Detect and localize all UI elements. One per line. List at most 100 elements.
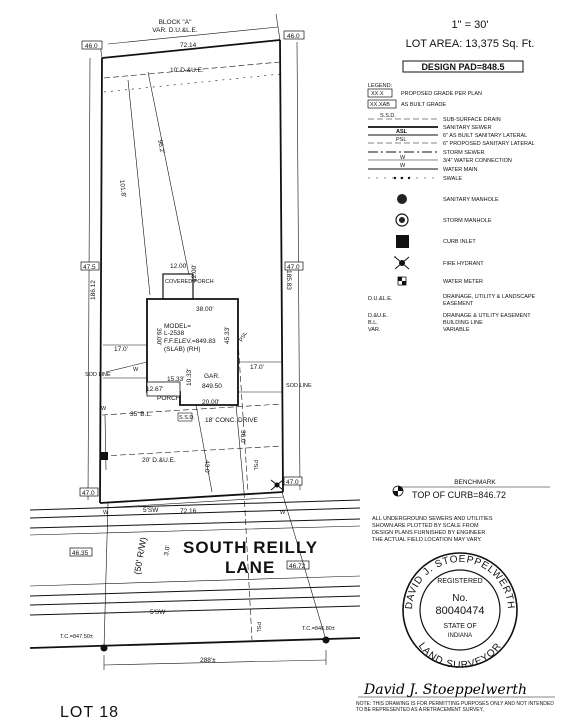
water-w-2: W — [101, 406, 107, 412]
storm-manhole-icon — [395, 213, 409, 227]
sanitary-manhole-icon — [397, 194, 407, 204]
street-name: SOUTH REILLY — [183, 538, 318, 557]
setback-left: 17.0' — [114, 346, 128, 353]
garage-elev: 849.50 — [202, 383, 222, 390]
benchmark-title: BENCHMARK — [454, 479, 496, 486]
legend-sym-label-0: SANITARY MANHOLE — [443, 197, 499, 203]
ssd-label: S.S.D. — [179, 415, 195, 421]
abbr-text-1: DRAINAGE & UTILITY EASEMENT — [443, 313, 531, 319]
legend-sym-label-2: CURB INLET — [443, 239, 476, 245]
dist-lateral: 43.0' — [203, 460, 210, 474]
diag-left: 101.8' — [118, 179, 127, 197]
abbr-3: VAR. — [368, 327, 381, 333]
abbr-text-2: BUILDING LINE — [443, 320, 483, 326]
lot-area: LOT AREA: 13,375 Sq. Ft. — [406, 38, 535, 50]
covered-porch-label: COVERED PORCH — [165, 279, 214, 285]
abbr-0: D.U.&L.E. — [368, 296, 393, 302]
side-left: 186.12 — [90, 280, 97, 300]
benchmark-value: TOP OF CURB=846.72 — [412, 490, 506, 500]
legend-label-6: STORM SEWER — [443, 150, 484, 156]
seal-registered: REGISTERED — [437, 578, 483, 585]
legend-symbol-0: XX.X — [371, 91, 384, 97]
water-meter-icon — [397, 276, 407, 286]
grade-mid-left: 47.5 — [83, 264, 96, 271]
front-width: 72.16 — [180, 508, 197, 515]
surveyor-signature: David J. Stoeppelwerth — [363, 682, 527, 698]
drive-label: 18' CONC. DRIVE — [205, 417, 259, 424]
legend-sym-label-3: FIRE HYDRANT — [443, 261, 484, 267]
block-easement: VAR. D.U.&L.E. — [152, 27, 198, 34]
svg-text:LAND SURVEYOR: LAND SURVEYOR — [416, 641, 504, 671]
grade-far-left: 46.35 — [72, 550, 89, 557]
legend-symbol-1: XX.XAB — [370, 102, 390, 108]
front-easement: 20' D.&U.E. — [142, 457, 176, 464]
legend-symbol-5: PSL — [396, 137, 406, 143]
top-width: 72.14 — [180, 42, 197, 49]
legend-label-1: AS BUILT GRADE — [401, 102, 446, 108]
curb-offset: 3.0' — [163, 545, 172, 556]
ff-elevation: F.F.ELEV.=849.83 — [164, 338, 216, 345]
water-w-4: W — [280, 510, 286, 516]
legend-symbol-2: S.S.D. — [380, 113, 396, 119]
legend-label-9: SWALE — [443, 176, 462, 182]
grade-top-left: 46.0 — [85, 43, 98, 50]
bottom-distance: 288'± — [200, 657, 216, 664]
sidewalk-bottom: 5'SW — [150, 609, 166, 616]
legend-title: LEGEND: — [368, 83, 393, 89]
scale-label: 1" = 30' — [452, 19, 489, 31]
legend-label-5: 6" PROPOSED SANITARY LATERAL — [443, 141, 535, 147]
water-w-3: W — [103, 510, 109, 516]
tc-left: T.C.=847.50± — [60, 634, 93, 640]
lot-number: LOT 18 — [60, 704, 120, 721]
design-pad: DESIGN PAD=848.5 — [421, 62, 504, 72]
grade-low-left: 47.0 — [82, 490, 95, 497]
sod-line-left: SOD LINE — [85, 372, 111, 378]
house-left-depth: 39.00' — [155, 328, 162, 346]
covered-porch-outline — [162, 273, 194, 300]
psl-upper: PSL — [239, 331, 249, 343]
disclaimer-line-3: THE ACTUAL FIELD LOCATION MAY VARY. — [372, 537, 482, 543]
legend-sym-label-1: STORM MANHOLE — [443, 218, 492, 224]
legend-label-2: SUB-SURFACE DRAIN — [443, 117, 501, 123]
legend-symbol-8: W — [400, 163, 406, 169]
psl-lower-plan: PSL — [252, 460, 258, 470]
diag-right: 96.2' — [156, 139, 165, 154]
grade-far-right: 46.72 — [289, 563, 306, 570]
porch-label: PORCH — [157, 395, 181, 402]
porch-width: 12.00' — [170, 263, 188, 270]
seal-title: LAND SURVEYOR — [416, 641, 503, 671]
abbr-text-3: VARIABLE — [443, 327, 470, 333]
front-porch-depth: 15.33' — [167, 376, 185, 383]
disclaimer-line-2: DESIGN PLANS FURNISHED BY ENGINEER — [372, 530, 485, 536]
front-porch-width: 12.67' — [146, 386, 164, 393]
design-pad-box — [402, 60, 524, 73]
garage-depth: 10.33' — [186, 368, 193, 386]
setback-right: 17.0' — [250, 364, 264, 371]
abbr-2: B.L. — [368, 320, 378, 326]
garage-label: GAR. — [204, 373, 220, 380]
porch-depth: 12.00' — [191, 264, 198, 282]
legend-symbol-7: W — [400, 155, 406, 161]
seal-state: INDIANA — [448, 633, 472, 639]
seal-number: 80040474 — [436, 605, 485, 617]
grade-low-right: 47.0 — [286, 479, 299, 486]
legend-symbol-4: ASL — [396, 129, 408, 135]
garage-width: 20.00' — [202, 399, 220, 406]
slab-note: (SLAB) (RH) — [164, 346, 200, 353]
building-line: 35' B.L. — [130, 411, 152, 418]
top-easement: 10' D.&U.E. — [170, 67, 204, 74]
street-name-2: LANE — [225, 558, 275, 577]
water-w-1: W — [133, 367, 139, 373]
seal-no: No. — [452, 593, 468, 604]
sidewalk-top: 5'SW — [143, 507, 159, 514]
grade-top-right: 46.0 — [287, 33, 300, 40]
legend-sym-label-4: WATER METER — [443, 279, 483, 285]
right-of-way: (50' R/W) — [132, 536, 148, 575]
abbr-1: D.&U.E. — [368, 313, 388, 319]
abbr-text-0: DRAINAGE, UTILITY & LANDSCAPE EASEMENT — [443, 294, 536, 307]
tc-right: T.C.=846.80± — [302, 626, 335, 632]
seal-state-of: STATE OF — [443, 623, 476, 630]
fire-hydrant-icon — [394, 256, 410, 270]
legend-label-3: SANITARY SEWER — [443, 125, 492, 131]
disclaimer-line-0: ALL UNDERGROUND SEWERS AND UTILITIES — [372, 516, 493, 522]
